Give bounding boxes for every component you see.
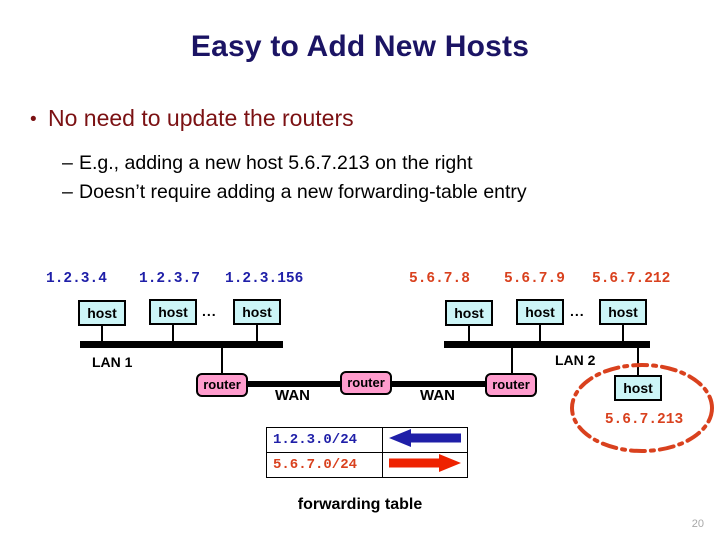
bullet-level2-item: –Doesn’t require adding a new forwarding… bbox=[62, 181, 527, 204]
ip-label-lan2-host2: 5.6.7.9 bbox=[504, 271, 565, 287]
forwarding-table: 1.2.3.0/24 5.6.7.0/24 bbox=[266, 427, 468, 478]
router-1[interactable]: router bbox=[196, 373, 248, 397]
wan-label-1: WAN bbox=[275, 387, 310, 404]
ip-label-lan1-host2: 1.2.3.7 bbox=[139, 271, 200, 287]
forwarding-table-caption: forwarding table bbox=[297, 496, 423, 513]
forwarding-direction-1 bbox=[382, 427, 468, 453]
host-box-lan2-2[interactable]: host bbox=[516, 299, 564, 325]
ip-label-lan1-host3: 1.2.3.156 bbox=[225, 271, 304, 287]
ip-label-lan1-host1: 1.2.3.4 bbox=[46, 271, 107, 287]
bullet-level1: • No need to update the routers bbox=[30, 105, 354, 132]
page-number: 20 bbox=[691, 518, 704, 530]
connector-lan2-host2 bbox=[539, 325, 541, 344]
lan2-label: LAN 2 bbox=[555, 352, 596, 368]
page-title: Easy to Add New Hosts bbox=[190, 30, 530, 63]
connector-lan1-router bbox=[221, 348, 223, 376]
bullet-marker-icon: • bbox=[30, 108, 37, 130]
right-arrow-icon bbox=[389, 453, 461, 472]
router-2[interactable]: router bbox=[340, 371, 392, 395]
bullet-level2-text: E.g., adding a new host 5.6.7.213 on the… bbox=[79, 152, 473, 174]
host-box-lan2-1[interactable]: host bbox=[445, 300, 493, 326]
connector-lan1-host2 bbox=[172, 325, 174, 344]
bullet-level2-item: –E.g., adding a new host 5.6.7.213 on th… bbox=[62, 152, 473, 175]
connector-lan2-host1 bbox=[468, 326, 470, 344]
lan2-hosts-ellipsis: ... bbox=[570, 303, 585, 319]
connector-lan2-new-host bbox=[637, 348, 639, 376]
bullet-level1-text: No need to update the routers bbox=[48, 105, 354, 131]
lan1-label: LAN 1 bbox=[92, 354, 133, 370]
forwarding-prefix-1: 1.2.3.0/24 bbox=[266, 427, 383, 453]
wan-link-2 bbox=[385, 381, 495, 387]
connector-lan1-host3 bbox=[256, 325, 258, 344]
host-box-lan1-3[interactable]: host bbox=[233, 299, 281, 325]
ip-label-lan2-host3: 5.6.7.212 bbox=[592, 271, 671, 287]
forwarding-direction-2 bbox=[382, 452, 468, 478]
host-box-lan1-2[interactable]: host bbox=[149, 299, 197, 325]
host-box-lan1-1[interactable]: host bbox=[78, 300, 126, 326]
lan1-hosts-ellipsis: ... bbox=[202, 303, 217, 319]
wan-link-1 bbox=[240, 381, 350, 387]
lan2-bus-bar bbox=[444, 341, 650, 348]
bullet-level2-text: Doesn’t require adding a new forwarding-… bbox=[79, 181, 527, 203]
lan1-bus-bar bbox=[80, 341, 283, 348]
host-box-lan2-3[interactable]: host bbox=[599, 299, 647, 325]
connector-lan2-host3 bbox=[622, 325, 624, 344]
dash-marker-icon: – bbox=[62, 152, 73, 174]
host-box-new[interactable]: host bbox=[614, 375, 662, 401]
forwarding-prefix-2: 5.6.7.0/24 bbox=[266, 452, 383, 478]
table-row[interactable]: 1.2.3.0/24 bbox=[266, 427, 468, 453]
connector-lan1-host1 bbox=[101, 326, 103, 344]
router-3[interactable]: router bbox=[485, 373, 537, 397]
table-row[interactable]: 5.6.7.0/24 bbox=[266, 452, 468, 478]
dash-marker-icon: – bbox=[62, 181, 73, 203]
new-host-ip-label: 5.6.7.213 bbox=[604, 412, 684, 428]
left-arrow-icon bbox=[389, 428, 461, 447]
connector-lan2-router bbox=[511, 348, 513, 376]
ip-label-lan2-host1: 5.6.7.8 bbox=[409, 271, 470, 287]
wan-label-2: WAN bbox=[420, 387, 455, 404]
